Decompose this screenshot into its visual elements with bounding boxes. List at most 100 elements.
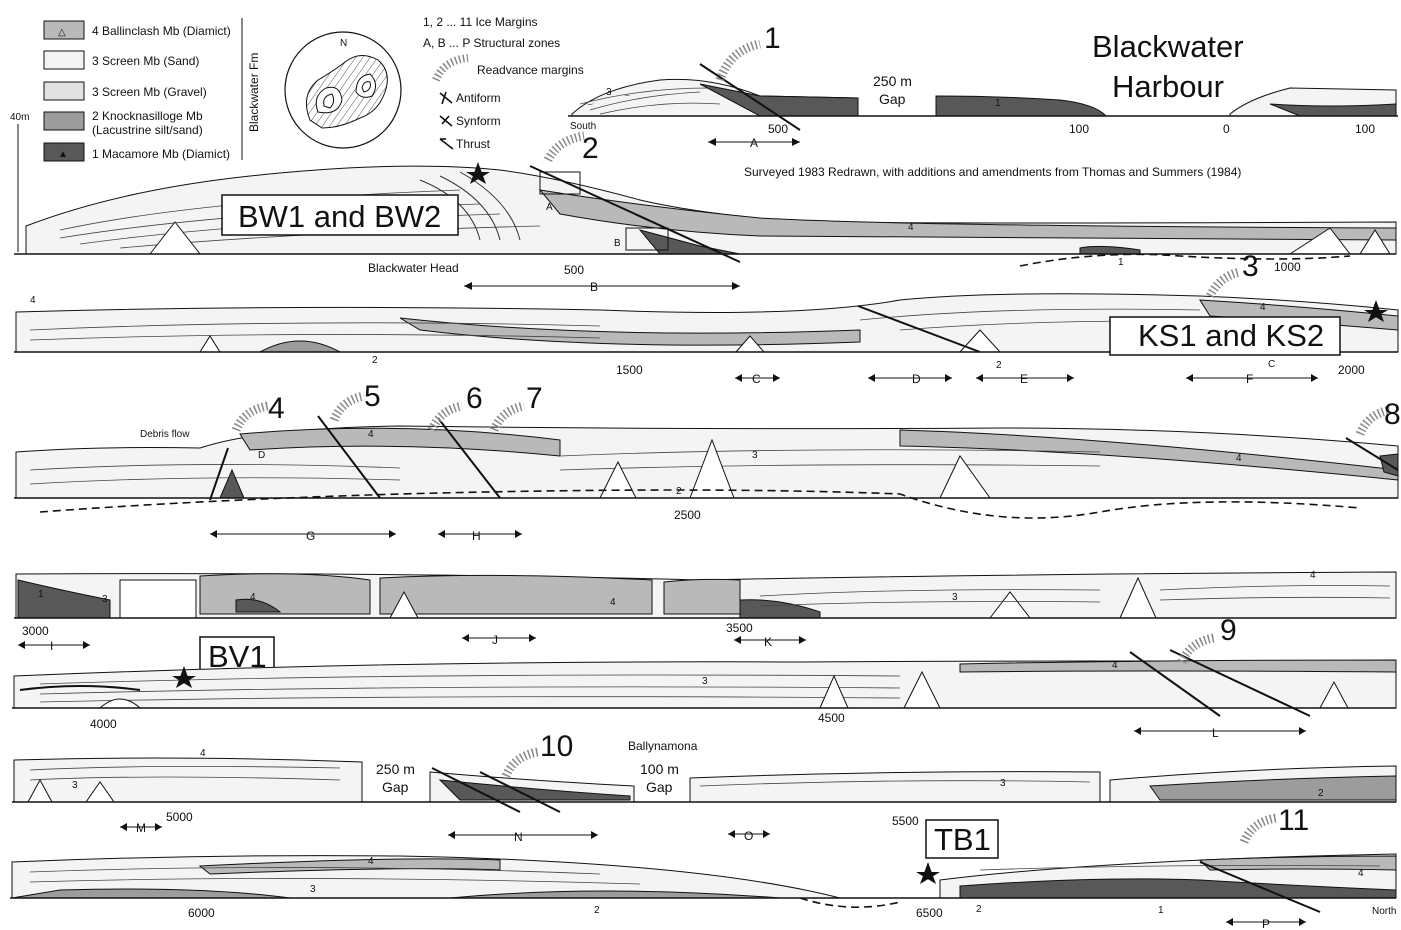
svg-text:3000: 3000 (22, 624, 49, 638)
legend-unit-4-label: 4 Ballinclash Mb (Diamict) (92, 24, 231, 38)
legend-antiform: Antiform (456, 91, 501, 105)
svg-text:4: 4 (908, 222, 914, 233)
svg-text:B: B (614, 238, 621, 249)
zone-J: J (492, 633, 498, 647)
zone-O: O (744, 829, 753, 843)
svg-text:4500: 4500 (818, 711, 845, 725)
svg-text:100: 100 (1069, 122, 1089, 136)
site-label-bw: BW1 and BW2 (238, 199, 441, 234)
gap-2-line2: Gap (382, 779, 409, 795)
zone-N: N (514, 830, 523, 844)
svg-text:500: 500 (564, 263, 584, 277)
svg-text:3: 3 (702, 676, 708, 687)
site-star-tb (916, 862, 940, 884)
legend-structural-zones: A, B ... P Structural zones (423, 36, 560, 50)
svg-text:2: 2 (372, 355, 378, 366)
svg-text:3: 3 (1000, 778, 1006, 789)
legend-thrust: Thrust (456, 137, 491, 151)
scale-label: 40m (10, 112, 29, 123)
svg-text:2: 2 (676, 486, 682, 497)
zone-F: F (1246, 372, 1253, 386)
svg-text:4: 4 (368, 856, 374, 867)
svg-text:2: 2 (1318, 788, 1324, 799)
legend-ice-margins: 1, 2 ... 11 Ice Margins (423, 15, 538, 29)
legend-unit-1-label: 1 Macamore Mb (Diamict) (92, 147, 230, 161)
svg-text:2: 2 (976, 904, 982, 915)
ice-margin-5: 5 (364, 380, 381, 413)
zone-C-arrow: C (735, 372, 780, 386)
zone-J-arrow: J (462, 633, 536, 647)
gap-1-line1: 250 m (873, 73, 912, 89)
ice-margin-1: 1 (764, 22, 781, 55)
zone-N-arrow: N (448, 830, 598, 844)
legend-unit-2-label: 2 Knocknasilloge Mb (92, 109, 203, 123)
zone-I: I (50, 639, 53, 653)
zone-H-arrow: H (438, 529, 522, 543)
legend-formation-label: Blackwater Fm (247, 53, 261, 132)
gap-2-line1: 250 m (376, 761, 415, 777)
svg-text:3: 3 (102, 594, 108, 605)
svg-text:3: 3 (72, 780, 78, 791)
legend-unit-1: ▲ 1 Macamore Mb (Diamict) (44, 143, 230, 161)
zone-H: H (472, 529, 481, 543)
label-south: South (570, 121, 596, 132)
svg-text:4: 4 (250, 592, 256, 603)
ice-margin-6: 6 (466, 382, 483, 415)
zone-E: E (1020, 372, 1028, 386)
zone-E-arrow: E (976, 372, 1074, 386)
svg-text:4: 4 (368, 429, 374, 440)
svg-text:△: △ (58, 27, 66, 38)
svg-text:6500: 6500 (916, 906, 943, 920)
legend-unit-3-sand-label: 3 Screen Mb (Sand) (92, 54, 199, 68)
site-label-tb: TB1 (934, 822, 991, 857)
ice-margin-7: 7 (526, 382, 543, 415)
ice-margin-11: 11 (1278, 804, 1309, 837)
svg-text:4: 4 (1112, 660, 1118, 671)
legend-readvance: Readvance margins (477, 63, 584, 77)
thrust-icon (440, 139, 453, 149)
legend-unit-2-label2: (Lacustrine silt/sand) (92, 123, 203, 137)
section-row-7: 10 Ballynamona 250 m Gap 100 m Gap 4 3 3… (12, 730, 1396, 844)
svg-text:A: A (546, 202, 553, 213)
svg-text:4: 4 (1358, 868, 1364, 879)
svg-text:4: 4 (1236, 453, 1242, 464)
zone-D: D (912, 372, 921, 386)
svg-text:0: 0 (1223, 122, 1230, 136)
section-row-4: 4 5 6 7 8 Debris flow D 4 3 4 2 2500 G H (14, 380, 1401, 543)
svg-text:1000: 1000 (1274, 260, 1301, 274)
legend-unit-3-gravel-label: 3 Screen Mb (Gravel) (92, 85, 207, 99)
label-blackwater-head: Blackwater Head (368, 261, 459, 275)
svg-text:2: 2 (996, 360, 1002, 371)
legend-synform: Synform (456, 114, 501, 128)
stereonet: N (285, 32, 401, 148)
label-debris-flow: Debris flow (140, 429, 190, 440)
svg-text:4: 4 (30, 295, 36, 306)
antiform-icon (440, 92, 452, 104)
ice-margin-9: 9 (1220, 614, 1237, 647)
svg-text:3500: 3500 (726, 621, 753, 635)
site-label-ks: KS1 and KS2 (1138, 318, 1324, 353)
svg-text:6000: 6000 (188, 906, 215, 920)
svg-text:5000: 5000 (166, 810, 193, 824)
svg-text:2000: 2000 (1338, 363, 1365, 377)
legend-unit-3-gravel: 3 Screen Mb (Gravel) (44, 82, 207, 100)
zone-O-arrow: O (728, 829, 770, 843)
title-line1: Blackwater (1092, 29, 1244, 64)
zone-G: G (306, 529, 315, 543)
svg-text:4: 4 (610, 597, 616, 608)
svg-text:D: D (258, 450, 265, 461)
svg-text:4: 4 (1310, 570, 1316, 581)
svg-text:3: 3 (606, 87, 612, 98)
svg-text:▲: ▲ (58, 149, 68, 160)
zone-M: M (136, 821, 146, 835)
zone-K-arrow: K (734, 635, 806, 649)
svg-text:1: 1 (995, 98, 1001, 109)
ice-margin-2: 2 (582, 132, 599, 165)
section-row-1: 1 3 South 1 250 m Gap 500 100 0 100 A (568, 22, 1398, 150)
zone-A-arrow: A (708, 136, 800, 150)
zone-B: B (590, 280, 598, 294)
ice-margin-10: 10 (540, 730, 573, 763)
svg-text:1: 1 (1158, 905, 1164, 916)
svg-text:3: 3 (752, 450, 758, 461)
svg-text:4: 4 (1260, 302, 1266, 313)
